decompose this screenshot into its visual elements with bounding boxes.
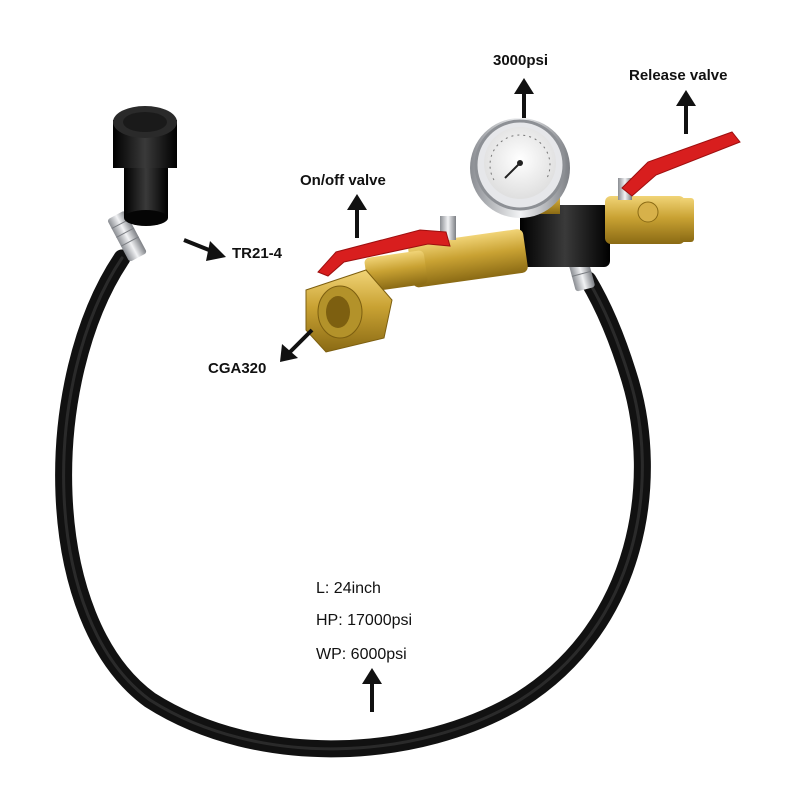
tr21-adapter xyxy=(113,106,177,226)
arrow-release-valve xyxy=(676,90,696,134)
label-release-valve: Release valve xyxy=(629,67,728,84)
arrow-cga320 xyxy=(280,328,314,362)
arrow-on-off-valve xyxy=(347,194,367,238)
hose-fitting-left xyxy=(108,211,147,262)
spec-hp: HP: 17000psi xyxy=(316,612,413,629)
manifold-block xyxy=(520,205,610,267)
label-cga320: CGA320 xyxy=(208,360,267,377)
release-valve xyxy=(605,131,741,244)
spec-length: L: 24inch xyxy=(316,580,381,597)
label-on-off-valve: On/off valve xyxy=(300,172,386,189)
on-off-valve-assembly xyxy=(317,216,528,292)
pressure-gauge xyxy=(470,118,570,218)
spec-wp: WP: 6000psi xyxy=(316,646,407,663)
arrow-hose-specs xyxy=(362,668,382,712)
label-tr21: TR21-4 xyxy=(232,245,283,262)
cga320-nut xyxy=(305,269,393,353)
arrow-tr21 xyxy=(183,238,226,261)
label-3000psi: 3000psi xyxy=(493,52,549,69)
arrow-3000psi xyxy=(514,78,534,118)
